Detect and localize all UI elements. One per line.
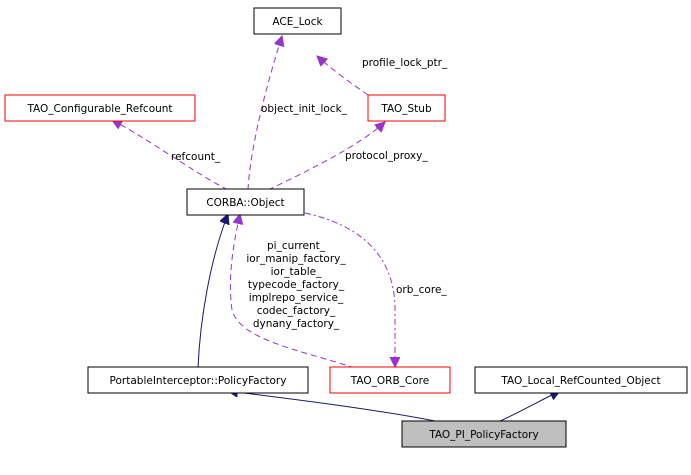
edge-corba-object-to-orb-core xyxy=(304,212,395,367)
node-tao-pi-policyfactory[interactable]: TAO_PI_PolicyFactory xyxy=(401,420,567,448)
node-tao-local-refcounted-object[interactable]: TAO_Local_RefCounted_Object xyxy=(474,366,688,394)
node-label: TAO_Local_RefCounted_Object xyxy=(500,375,660,387)
label-ior-table: ior_table_ xyxy=(271,266,323,278)
edge-tao-stub-to-ace-lock xyxy=(317,56,369,96)
node-tao-stub[interactable]: TAO_Stub xyxy=(367,94,446,122)
label-orb-core: orb_core_ xyxy=(396,284,447,296)
node-ace-lock[interactable]: ACE_Lock xyxy=(253,7,342,35)
node-label: CORBA::Object xyxy=(206,197,284,209)
label-codec-factory: codec_factory_ xyxy=(257,305,336,317)
node-label: PortableInterceptor::PolicyFactory xyxy=(110,375,287,387)
edge-corba-object-to-ace-lock xyxy=(247,36,282,191)
edge-labels: profile_lock_ptr_ object_init_lock_ refc… xyxy=(171,57,448,330)
node-portableinterceptor-policyfactory[interactable]: PortableInterceptor::PolicyFactory xyxy=(87,366,309,394)
node-corba-object[interactable]: CORBA::Object xyxy=(186,188,305,216)
node-label: TAO_ORB_Core xyxy=(350,375,429,387)
node-label: TAO_PI_PolicyFactory xyxy=(428,429,538,441)
edge-orb-core-to-corba-object xyxy=(229,214,356,369)
label-typecode-factory: typecode_factory_ xyxy=(248,279,345,291)
node-tao-orb-core[interactable]: TAO_ORB_Core xyxy=(329,366,451,394)
edges xyxy=(112,36,560,423)
label-refcount: refcount_ xyxy=(171,151,221,163)
edge-corba-object-to-tao-stub xyxy=(267,122,385,191)
label-pi-current: pi_current_ xyxy=(267,240,326,252)
node-label: TAO_Stub xyxy=(380,103,432,115)
label-dynany-factory: dynany_factory_ xyxy=(253,318,340,330)
edge-pi-policyfactory-to-local-refcounted xyxy=(497,391,560,423)
edge-policyfactory-to-corba-object xyxy=(197,214,228,369)
node-label: TAO_Configurable_Refcount xyxy=(26,103,172,115)
node-tao-configurable-refcount[interactable]: TAO_Configurable_Refcount xyxy=(4,94,196,122)
edge-pi-policyfactory-to-policyfactory xyxy=(228,391,441,423)
edge-corba-object-to-refcount xyxy=(112,120,229,191)
node-label: ACE_Lock xyxy=(272,16,323,28)
label-object-init-lock: object_init_lock_ xyxy=(261,103,348,115)
label-protocol-proxy: protocol_proxy_ xyxy=(345,150,428,162)
label-ior-manip-factory: ior_manip_factory_ xyxy=(246,253,346,265)
label-orb-core-members: pi_current_ ior_manip_factory_ ior_table… xyxy=(246,240,346,330)
label-implrepo-service: implrepo_service_ xyxy=(249,292,344,304)
label-profile-lock-ptr: profile_lock_ptr_ xyxy=(362,57,448,69)
